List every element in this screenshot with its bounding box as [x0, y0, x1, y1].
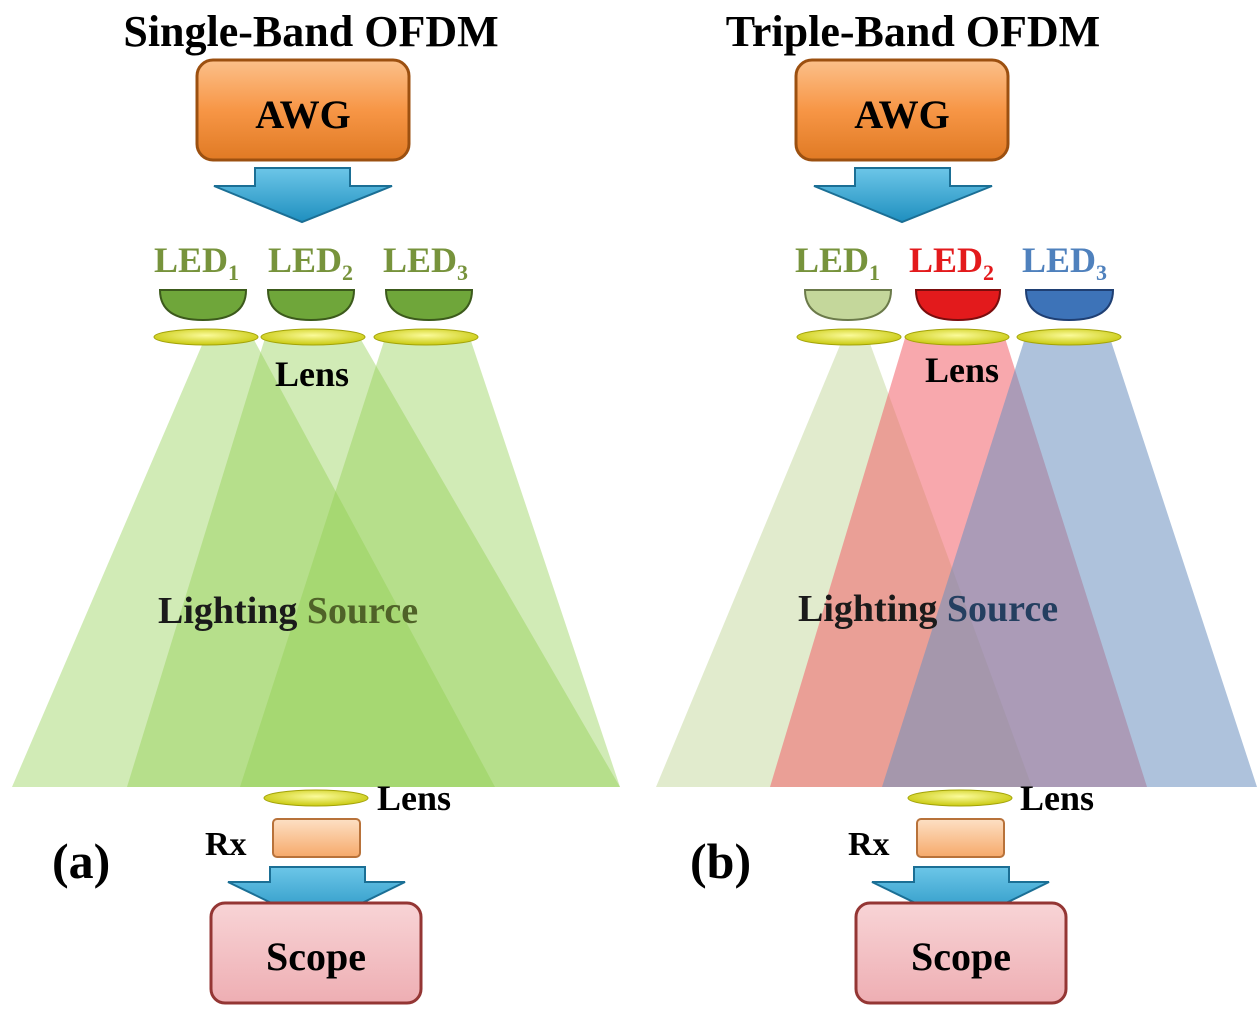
scope-box: Scope [854, 901, 1068, 1005]
awg-label: AWG [255, 92, 351, 137]
led2-text: LED [268, 240, 342, 280]
tx-lens-3 [1016, 328, 1122, 346]
led2-bulb [914, 289, 1002, 322]
led1-bulb [158, 289, 248, 322]
led1-subscript: 1 [228, 260, 239, 285]
scope-label: Scope [266, 934, 366, 979]
led2-subscript: 2 [983, 260, 994, 285]
panel-a-title: Single-Band OFDM [123, 7, 498, 56]
led3-subscript: 3 [457, 260, 468, 285]
tx-lens-2 [904, 328, 1010, 346]
lighting-source-part2: Source [297, 590, 418, 632]
beam-led1 [12, 338, 495, 787]
rx-label: Rx [205, 826, 247, 863]
down-arrow-icon [813, 167, 993, 224]
led3-text: LED [383, 240, 457, 280]
lighting-source-part1: Lighting [158, 590, 297, 632]
led1-label: LED1 [154, 240, 239, 285]
led3-label: LED3 [383, 240, 468, 285]
led3-bulb [384, 289, 474, 322]
rx-lens-label: Lens [1020, 778, 1094, 818]
led2-text: LED [909, 240, 983, 280]
tx-lens-3 [373, 328, 479, 346]
rx-label: Rx [848, 826, 890, 863]
beam-led2 [127, 338, 620, 787]
tx-lens-1 [153, 328, 259, 346]
panel-b-title: Triple-Band OFDM [726, 7, 1100, 56]
rx-lens-label: Lens [377, 778, 451, 818]
panel-a-label: (a) [52, 833, 110, 889]
led2-label: LED2 [909, 240, 994, 285]
awg-box: AWG [195, 58, 411, 162]
beam-led3 [240, 338, 620, 787]
lighting-source-part2: Source [937, 588, 1058, 630]
led1-text: LED [154, 240, 228, 280]
rx-box [916, 818, 1005, 858]
lighting-source-label: Lighting Source [158, 590, 418, 632]
awg-label: AWG [854, 92, 950, 137]
led3-bulb [1024, 289, 1115, 322]
beam-led3 [882, 338, 1257, 787]
led1-label: LED1 [795, 240, 880, 285]
led1-bulb [803, 289, 893, 322]
tx-lens-label: Lens [275, 354, 349, 394]
scope-label: Scope [911, 934, 1011, 979]
lighting-source-label: Lighting Source [798, 588, 1058, 630]
led2-bulb [266, 289, 356, 322]
panel-a-beams [12, 338, 620, 787]
led1-subscript: 1 [869, 260, 880, 285]
led1-text: LED [795, 240, 869, 280]
awg-box: AWG [794, 58, 1010, 162]
tx-lens-1 [796, 328, 902, 346]
led3-text: LED [1022, 240, 1096, 280]
down-arrow-icon [213, 167, 393, 224]
led2-label: LED2 [268, 240, 353, 285]
panel-b: Triple-Band OFDM AWG LED1 LED2 LED3 Lens… [656, 7, 1257, 1005]
panel-b-beams [656, 338, 1257, 787]
panel-a: Single-Band OFDM AWG LED1 LED2 LED3 Lens [12, 7, 620, 1005]
rx-box [272, 818, 361, 858]
panel-b-label: (b) [690, 833, 751, 889]
rx-lens [263, 789, 369, 807]
led2-subscript: 2 [342, 260, 353, 285]
led3-label: LED3 [1022, 240, 1107, 285]
lighting-source-part1: Lighting [798, 588, 937, 630]
rx-lens [907, 789, 1013, 807]
tx-lens-label: Lens [925, 350, 999, 390]
led3-subscript: 3 [1096, 260, 1107, 285]
tx-lens-2 [260, 328, 366, 346]
scope-box: Scope [209, 901, 423, 1005]
